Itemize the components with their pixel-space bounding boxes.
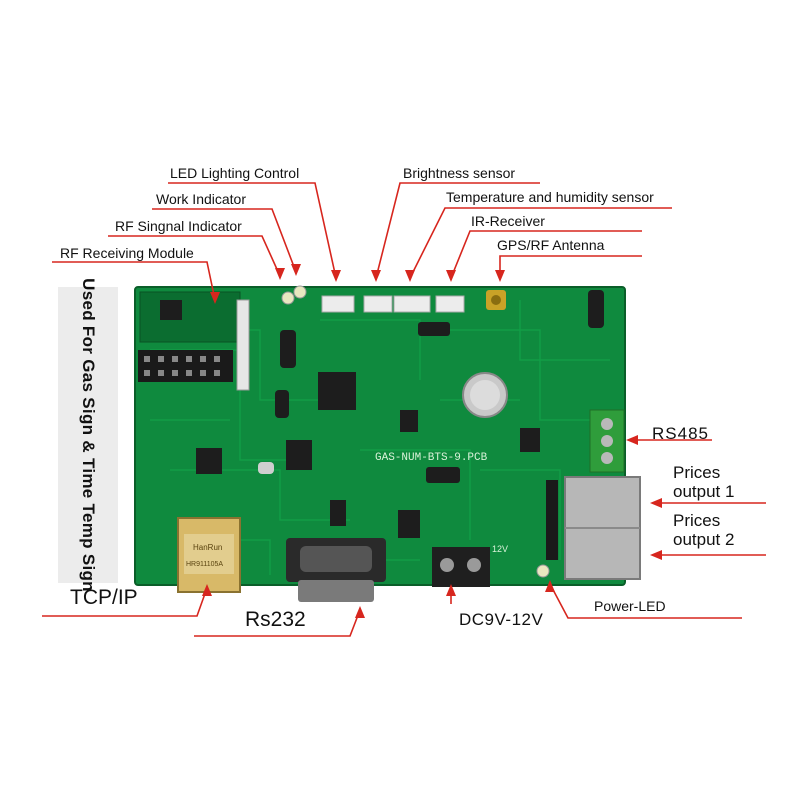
pin-header-left [138,350,233,382]
capacitor-2 [275,390,289,418]
label-power-led: Power-LED [594,598,666,614]
label-temperature-humidity-sensor: Temperature and humidity sensor [446,189,654,205]
rf-signal-led [281,291,295,305]
label-tcp-ip: TCP/IP [70,586,138,609]
rj45-model-text: HR911105A [186,561,223,568]
work-indicator-led [293,285,307,299]
label-work-indicator: Work Indicator [156,191,246,207]
power-led-component [536,564,550,578]
callout-brightness [375,182,540,279]
label-gps-rf-antenna: GPS/RF Antenna [497,237,605,253]
callout-rs232 [194,609,361,637]
callout-temp-humidity [409,207,672,279]
led-lighting-connector [321,295,355,313]
ic-chip-power [398,510,420,538]
temp-humidity-connector [393,295,431,313]
side-label-panel: Used For Gas Sign & Time Temp Sign [58,278,118,592]
callout-ir-receiver [450,230,642,279]
pin-header-vertical [236,299,250,391]
capacitor-5 [426,467,460,483]
ir-receiver-connector [435,295,465,313]
callout-rf-signal [108,235,281,277]
ic-chip-b [330,500,346,526]
ic-chip-left [196,448,222,474]
label-rs485: RS485 [652,424,709,443]
label-dc-voltage: DC9V-12V [459,610,544,629]
rf-module-chip [160,300,182,320]
side-label: Used For Gas Sign & Time Temp Sign [79,278,98,592]
capacitor-1 [280,330,296,368]
callout-work-indicator [152,208,297,273]
label-ir-receiver: IR-Receiver [471,213,545,229]
brightness-connector [363,295,393,313]
label-rs232: Rs232 [245,608,306,631]
capacitor-3 [588,290,604,328]
rf-module [139,291,241,343]
terminal-12v-text: 12V [492,544,508,554]
callout-rf-module [52,261,216,301]
crystal-oscillator [258,462,274,474]
label-brightness-sensor: Brightness sensor [403,165,516,181]
label-prices-output-2-line2: output 2 [673,530,735,549]
label-rf-signal-indicator: RF Singnal Indicator [115,218,242,234]
callout-gps-antenna [499,255,642,278]
callout-lines [42,182,766,637]
rj45-brand-text: HanRun [193,543,222,552]
callout-tcp-ip [42,587,208,617]
ic-chip-center [286,440,312,470]
pcb-board [135,287,625,585]
capacitor-4 [418,322,450,336]
label-rf-receiving-module: RF Receiving Module [60,245,194,261]
pin-header-right [546,480,558,560]
ic-chip-right [400,410,418,432]
label-prices-output-1-line2: output 1 [673,482,735,501]
pcb-board-edge [134,286,626,586]
label-prices-output-2-line1: Prices [673,511,721,530]
callout-arrowheads [202,264,662,618]
ic-chip-a [520,428,540,452]
label-led-lighting-control: LED Lighting Control [170,165,300,181]
main-mcu-chip [318,372,356,410]
callout-power-led [549,583,742,619]
callout-led-lighting [168,182,337,279]
pcb-marking: GAS-NUM-BTS-9.PCB [375,452,488,464]
label-prices-output-1-line1: Prices [673,463,721,482]
